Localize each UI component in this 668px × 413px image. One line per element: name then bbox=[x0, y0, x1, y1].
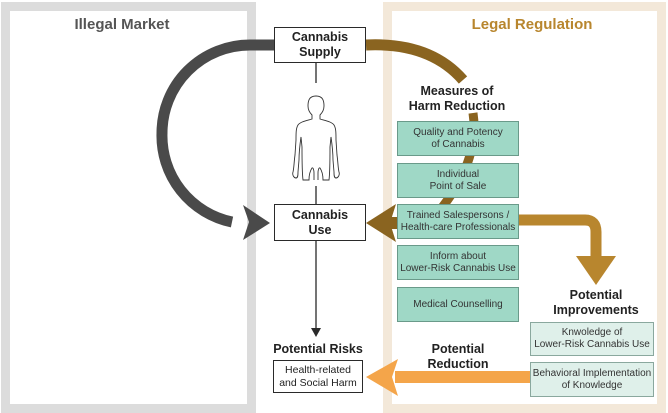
cannabis-use-line2: Use bbox=[308, 222, 332, 237]
illegal-supply-arrow bbox=[156, 39, 274, 228]
potential-improvements-title: Potential Improvements bbox=[553, 288, 639, 317]
legal-use-arrowhead bbox=[366, 204, 396, 242]
cannabis-supply-line2: Supply bbox=[299, 45, 341, 59]
measures-of-harm-reduction-title: Measures of Harm Reduction bbox=[408, 84, 506, 113]
measure-trained-salespersons: Trained Salespersons / Health-care Profe… bbox=[397, 204, 519, 239]
potential-risks-line1: Health-related bbox=[285, 363, 351, 376]
cannabis-use-line1: Cannabis bbox=[291, 207, 349, 222]
improvement-behavioral: Behavioral Implementation of Knowledge bbox=[530, 362, 654, 397]
potential-risks-node: Health-related and Social Harm bbox=[273, 360, 363, 393]
human-body-outline-icon bbox=[292, 95, 340, 181]
legal-regulation-title: Legal Regulation bbox=[471, 16, 593, 33]
potential-risks-title: Potential Risks bbox=[273, 342, 363, 356]
measure-quality-potency: Quality and Potency of Cannabis bbox=[397, 121, 519, 156]
potential-risks-line2: and Social Harm bbox=[279, 376, 357, 389]
use-risks-arrowhead bbox=[311, 328, 321, 337]
reduction-arrowhead bbox=[366, 359, 398, 396]
measure-inform-lower-risk: Inform about Lower-Risk Cannabis Use bbox=[397, 245, 519, 280]
measure-medical-counselling: Medical Counselling bbox=[397, 287, 519, 322]
illegal-market-title: Illegal Market bbox=[74, 16, 170, 33]
improvement-arrow bbox=[519, 214, 602, 258]
improvement-arrowhead bbox=[576, 256, 616, 285]
improvement-knowledge: Knwoledge of Lower-Risk Cannabis Use bbox=[530, 322, 654, 356]
cannabis-supply-line1: Cannabis bbox=[291, 30, 349, 44]
illegal-arrowhead bbox=[243, 205, 270, 240]
measure-point-of-sale: Individual Point of Sale bbox=[397, 163, 519, 198]
potential-reduction-title: Potential Reduction bbox=[427, 342, 489, 371]
cannabis-use-node: Cannabis Use bbox=[274, 204, 366, 241]
cannabis-supply-node: Cannabis Supply bbox=[274, 27, 366, 63]
legal-supply-arrow bbox=[365, 39, 468, 84]
illegal-market-panel bbox=[1, 2, 256, 413]
